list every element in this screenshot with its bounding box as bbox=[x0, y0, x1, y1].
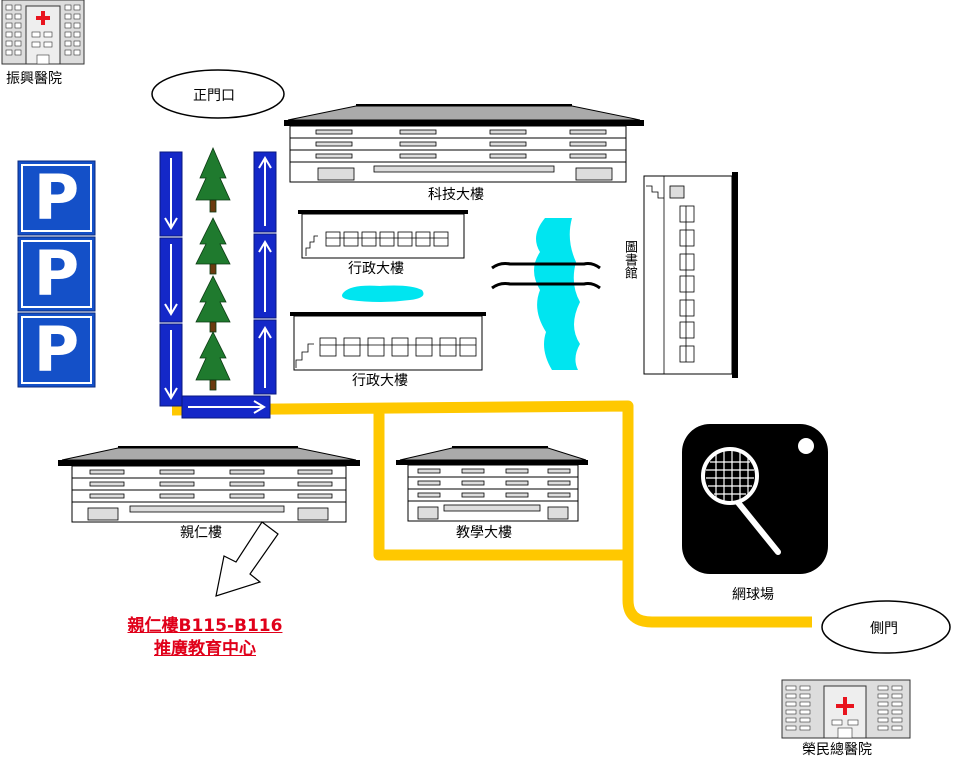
hospital-bottom-label: 榮民總醫院 bbox=[802, 742, 872, 758]
main-gate-label: 正門口 bbox=[193, 88, 235, 104]
one-way-arrows bbox=[159, 151, 277, 419]
parking-sign-label: P bbox=[33, 161, 80, 234]
bridge bbox=[491, 262, 601, 290]
teaching-building bbox=[396, 446, 588, 522]
hospital-icon bbox=[781, 679, 911, 739]
note-line-2: 推廣教育中心 bbox=[154, 639, 256, 659]
pond bbox=[342, 285, 424, 302]
parking-sign-label: P bbox=[33, 313, 80, 386]
admin-building-2-label: 行政大樓 bbox=[352, 373, 408, 389]
tree-icon bbox=[195, 146, 231, 391]
library-label: 圖書館 bbox=[622, 240, 637, 279]
tennis-racket-icon bbox=[682, 424, 828, 574]
tennis-court-label: 網球場 bbox=[732, 587, 774, 603]
pointer-arrow-icon bbox=[215, 521, 279, 597]
admin-building-1 bbox=[298, 210, 468, 259]
main-gate-ellipse bbox=[151, 69, 285, 119]
hospital-top-label: 振興醫院 bbox=[6, 71, 62, 87]
qinren-building-label: 親仁樓 bbox=[180, 525, 222, 541]
road bbox=[171, 400, 812, 628]
note-line-1: 親仁樓B115-B116 bbox=[127, 616, 283, 636]
river bbox=[534, 218, 580, 370]
teaching-building-label: 教學大樓 bbox=[456, 525, 512, 541]
parking-sign-label: P bbox=[33, 237, 80, 310]
side-gate-label: 側門 bbox=[870, 621, 898, 637]
library-building bbox=[643, 172, 738, 378]
tech-building bbox=[284, 104, 644, 183]
side-gate-ellipse bbox=[821, 600, 951, 654]
qinren-building bbox=[58, 446, 360, 523]
parking-signs bbox=[17, 160, 96, 388]
hospital-icon bbox=[1, 0, 85, 65]
admin-building-1-label: 行政大樓 bbox=[348, 261, 404, 277]
admin-building-2 bbox=[290, 312, 486, 371]
tech-building-label: 科技大樓 bbox=[428, 187, 484, 203]
